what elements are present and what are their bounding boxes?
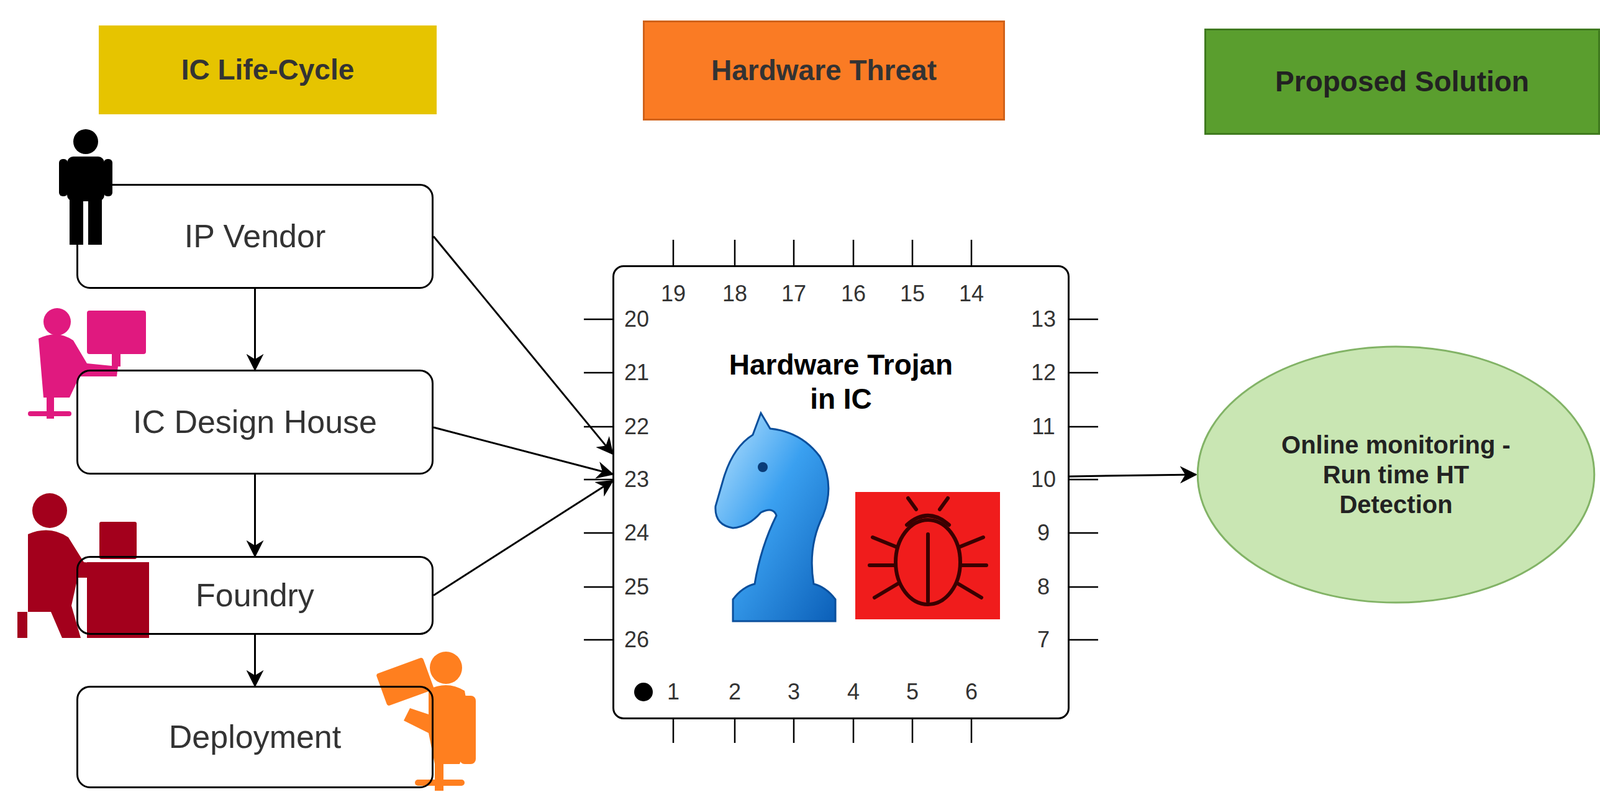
pin-number: 21 [624, 361, 650, 384]
pin-number: 4 [847, 680, 860, 704]
process-box: IC Design House [76, 369, 434, 475]
node-text: Foundry [195, 575, 315, 615]
chip-body: Hardware Trojan in IC [612, 265, 1070, 720]
pin-number: 7 [1037, 628, 1050, 651]
person-icon-black [59, 129, 113, 245]
pin-number: 16 [840, 282, 866, 305]
node-text: IC Life-Cycle [181, 52, 355, 87]
node-text: IC Design House [132, 402, 378, 441]
pin-number: 5 [906, 680, 919, 704]
pin1-dot [634, 682, 653, 702]
knight-icon [715, 413, 836, 622]
pin-number: 24 [624, 521, 650, 545]
bug-icon [855, 491, 1000, 620]
person-icon-orange [375, 651, 476, 791]
pin-number: 18 [722, 282, 748, 305]
arrow-connector [433, 427, 613, 474]
pin-number: 13 [1031, 308, 1056, 331]
header-box: Proposed Solution [1204, 28, 1600, 135]
node-text: Deployment [168, 717, 341, 756]
process-box: Deployment [76, 685, 434, 789]
node-text: Hardware Threat [711, 53, 937, 88]
person-icon-pink [27, 308, 146, 419]
arrow-connector [1069, 474, 1196, 477]
pin-number: 19 [660, 282, 686, 305]
arrow-connector [433, 236, 613, 455]
pin-number: 11 [1031, 415, 1055, 438]
node-text: Hardware Trojan in IC [719, 347, 963, 417]
node-text: Proposed Solution [1275, 64, 1530, 99]
pin-number: 2 [728, 680, 741, 704]
arrow-connector [254, 288, 256, 370]
pin-number: 17 [781, 282, 807, 305]
pin-number: 1 [667, 680, 680, 704]
chip-pins [583, 239, 1099, 743]
header-box: Hardware Threat [642, 20, 1005, 121]
pin-number: 10 [1031, 468, 1056, 491]
pin-number: 25 [624, 575, 650, 599]
process-box: IP Vendor [76, 183, 434, 289]
process-box: Foundry [76, 555, 434, 635]
pin-number: 6 [965, 680, 978, 704]
pin-number: 20 [624, 308, 650, 331]
pin-number: 12 [1031, 361, 1056, 384]
pin-number: 9 [1037, 521, 1050, 545]
pin-number: 3 [787, 680, 800, 704]
arrow-connector [433, 480, 613, 596]
arrow-connector [254, 634, 256, 686]
pin-number: 14 [959, 282, 984, 305]
pin-number: 15 [900, 282, 925, 305]
pin-number: 26 [624, 628, 650, 651]
pin-number: 22 [624, 415, 650, 438]
arrow-connector [254, 474, 256, 556]
person-icon-darkred [17, 493, 150, 638]
node-text: Online monitoring - Run time HT Detectio… [1272, 429, 1521, 520]
pin-number: 23 [624, 468, 650, 491]
ellipse-node: Online monitoring - Run time HT Detectio… [1195, 344, 1597, 605]
header-box: IC Life-Cycle [98, 25, 437, 115]
node-text: IP Vendor [184, 216, 326, 256]
pin-number: 8 [1037, 575, 1050, 599]
